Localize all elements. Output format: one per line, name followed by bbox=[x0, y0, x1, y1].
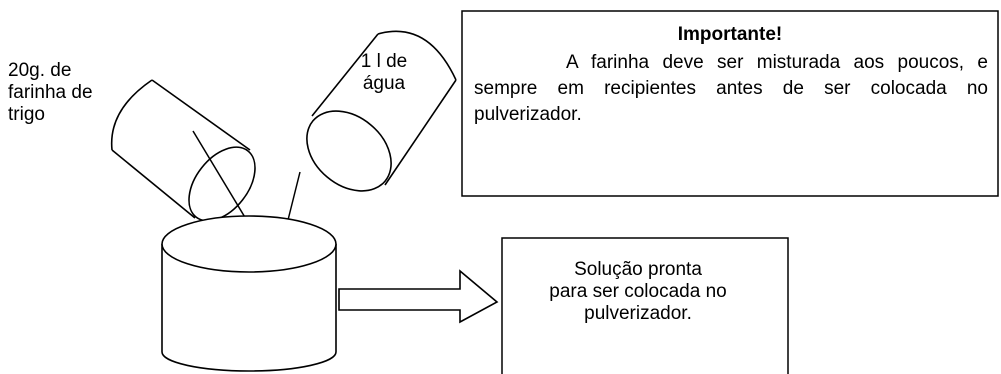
notice-box bbox=[461, 10, 999, 197]
water-container bbox=[306, 30, 457, 192]
notice-body: A farinha deve ser misturada aos poucos,… bbox=[474, 52, 988, 125]
water-label: 1 l de água bbox=[344, 51, 424, 95]
flour-container bbox=[110, 79, 256, 222]
result-text: Solução pronta para ser colocada no pulv… bbox=[508, 259, 768, 325]
result-box bbox=[501, 237, 789, 374]
result-text-content: Solução pronta para ser colocada no pulv… bbox=[549, 259, 727, 324]
water-label-text: 1 l de água bbox=[360, 51, 408, 94]
mixing-pot bbox=[161, 215, 337, 372]
flour-label-text: 20g. de farinha de trigo bbox=[8, 60, 93, 125]
flour-label: 20g. de farinha de trigo bbox=[8, 60, 93, 126]
notice-title: Importante! bbox=[677, 24, 783, 45]
result-arrow bbox=[338, 269, 499, 324]
